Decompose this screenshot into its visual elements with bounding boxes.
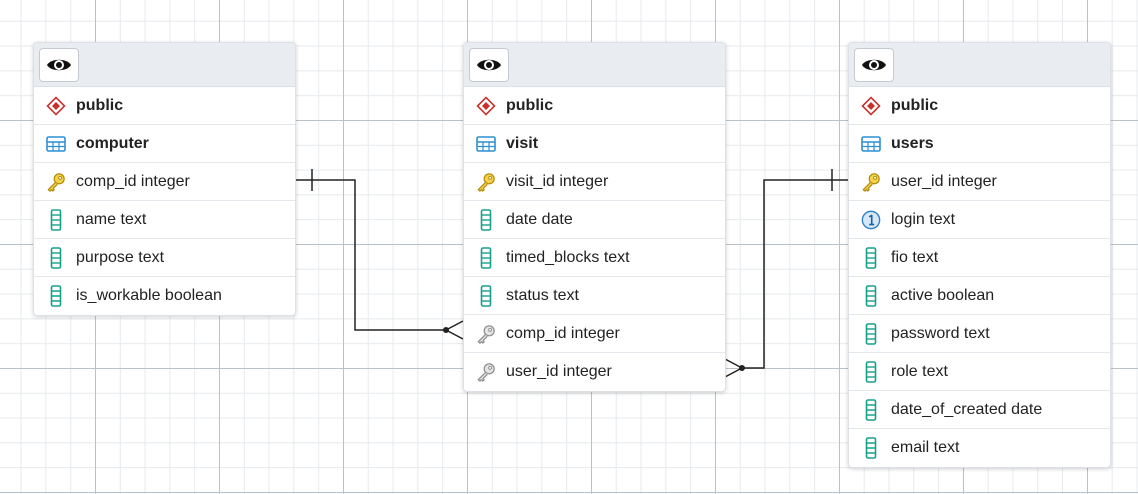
table-name-row[interactable]: visit (464, 125, 725, 163)
column-icon (46, 246, 66, 269)
many-marker-crow-visit-user (724, 358, 743, 378)
toggle-details-button[interactable] (469, 47, 509, 82)
column-row[interactable]: fio text (849, 239, 1110, 277)
column-row[interactable]: user_id integer (464, 353, 725, 391)
column-row[interactable]: email text (849, 429, 1110, 467)
table-header[interactable] (849, 43, 1110, 87)
unique-constraint-icon (861, 210, 881, 230)
table-node-users[interactable]: public users user_id integer login text fio … (848, 42, 1111, 468)
many-marker-dot-visit-user (739, 365, 745, 371)
column-icon (46, 285, 66, 307)
column-row[interactable]: timed_blocks text (464, 239, 725, 277)
column-row[interactable]: role text (849, 353, 1110, 391)
schema-row-label: public (891, 96, 939, 114)
column-icon (861, 398, 881, 421)
column-row-label: timed_blocks text (506, 248, 630, 266)
schema-icon (46, 95, 66, 116)
schema-row[interactable]: public (464, 87, 725, 125)
column-row-label: status text (506, 286, 579, 304)
relation-users-visit (724, 169, 848, 378)
relation-line-computer-visit (296, 179, 446, 331)
foreign-key-icon (476, 324, 496, 344)
column-icon (476, 208, 496, 231)
column-row[interactable]: date_of_created date (849, 391, 1110, 429)
schema-icon (861, 95, 881, 116)
schema-row-label: public (76, 96, 124, 114)
column-icon (861, 246, 881, 269)
table-icon (46, 134, 66, 154)
column-row-label: purpose text (76, 248, 165, 266)
toggle-details-button[interactable] (39, 47, 79, 82)
table-name-row-label: visit (506, 134, 539, 152)
column-row[interactable]: date date (464, 201, 725, 239)
schema-row[interactable]: public (34, 87, 295, 125)
relation-computer-visit (296, 169, 464, 340)
column-row[interactable]: login text (849, 201, 1110, 239)
table-name-row[interactable]: users (849, 125, 1110, 163)
column-row[interactable]: visit_id integer (464, 163, 725, 201)
eye-icon (476, 56, 502, 74)
column-row-label: name text (76, 210, 147, 228)
primary-key-icon (476, 172, 496, 192)
column-row-label: date date (506, 210, 573, 228)
table-node-computer[interactable]: public computer comp_id integer name text pu… (33, 42, 296, 316)
table-header[interactable] (464, 43, 725, 87)
column-icon (861, 322, 881, 345)
column-row-label: is_workable boolean (76, 287, 222, 304)
column-row-label: password text (891, 324, 990, 342)
table-header[interactable] (34, 43, 295, 87)
column-row[interactable]: comp_id integer (34, 163, 295, 201)
column-row[interactable]: password text (849, 315, 1110, 353)
column-row-label: date_of_created date (891, 400, 1043, 418)
many-marker-dot-visit-comp (443, 327, 449, 333)
schema-row-label: public (506, 96, 554, 114)
column-row-label: active boolean (891, 286, 995, 304)
column-row[interactable]: active boolean (849, 277, 1110, 315)
many-marker-crow-visit-comp (445, 320, 464, 340)
column-row[interactable]: status text (464, 277, 725, 315)
column-icon (861, 360, 881, 383)
column-icon (46, 208, 66, 231)
column-row-label: fio text (891, 248, 939, 266)
column-row[interactable]: purpose text (34, 239, 295, 277)
schema-row[interactable]: public (849, 87, 1110, 125)
table-name-row[interactable]: computer (34, 125, 295, 163)
primary-key-icon (46, 172, 66, 192)
table-name-row-label: computer (76, 134, 149, 152)
column-row-label: email text (891, 439, 960, 456)
table-icon (861, 134, 881, 154)
column-row[interactable]: comp_id integer (464, 315, 725, 353)
column-icon (476, 284, 496, 307)
column-row-label: role text (891, 362, 948, 380)
column-row-label: visit_id integer (506, 172, 609, 190)
primary-key-icon (861, 172, 881, 192)
relation-line-users-visit (742, 179, 848, 369)
column-row-label: comp_id integer (506, 324, 620, 342)
column-row-label: comp_id integer (76, 172, 190, 190)
column-row[interactable]: is_workable boolean (34, 277, 295, 315)
column-icon (476, 246, 496, 269)
table-icon (476, 134, 496, 154)
column-icon (861, 437, 881, 459)
column-row[interactable]: name text (34, 201, 295, 239)
foreign-key-icon (476, 362, 496, 382)
column-row-label: user_id integer (891, 172, 997, 190)
toggle-details-button[interactable] (854, 47, 894, 82)
eye-icon (861, 56, 887, 74)
eye-icon (46, 56, 72, 74)
column-row-label: user_id integer (506, 363, 612, 380)
schema-icon (476, 95, 496, 116)
column-row-label: login text (891, 210, 956, 228)
column-icon (861, 284, 881, 307)
table-node-visit[interactable]: public visit visit_id integer date date time… (463, 42, 726, 392)
column-row[interactable]: user_id integer (849, 163, 1110, 201)
table-name-row-label: users (891, 134, 934, 152)
